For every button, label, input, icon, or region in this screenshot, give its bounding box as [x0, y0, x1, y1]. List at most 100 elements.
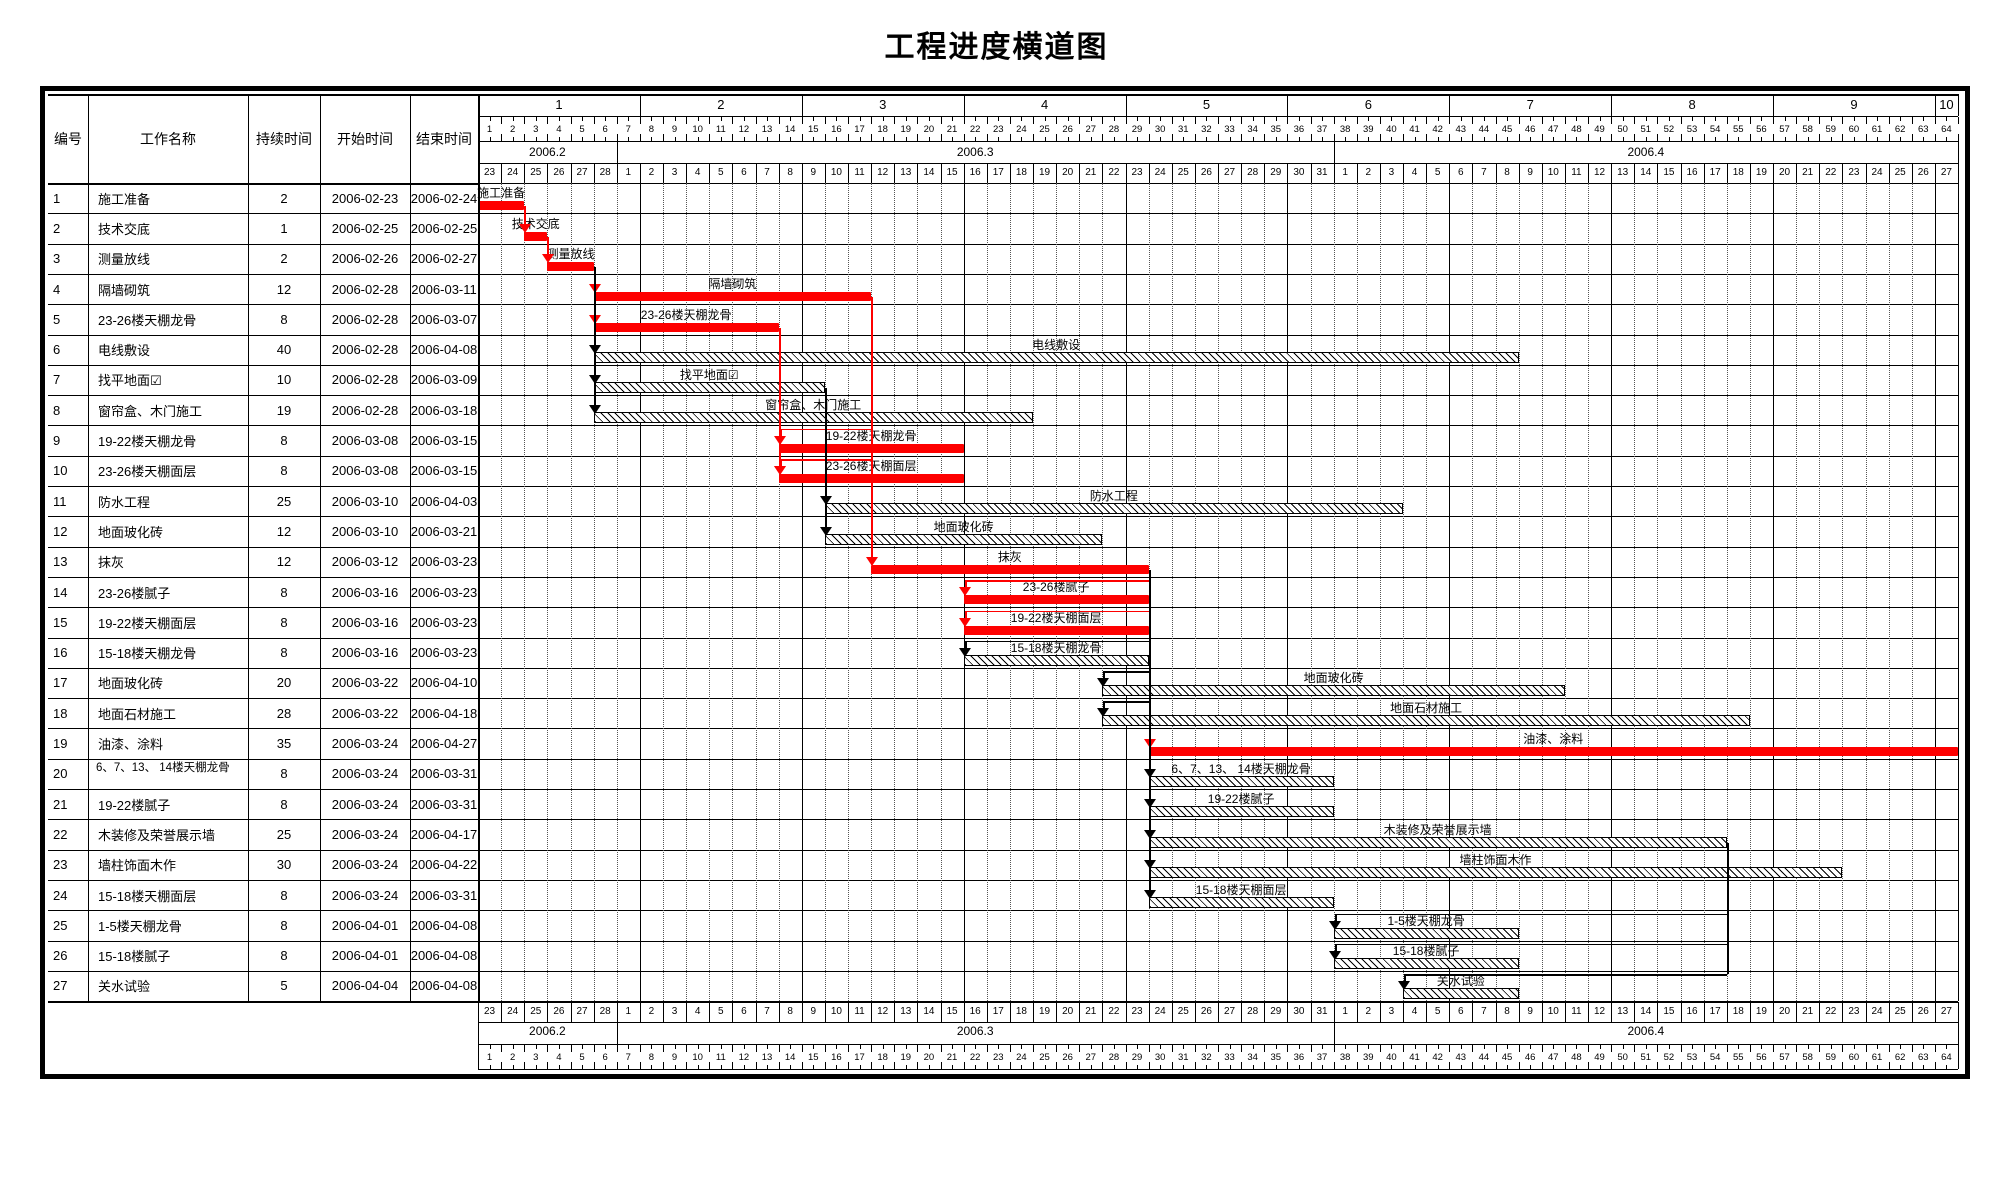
- ruler-day-index-footer: 18: [877, 1052, 888, 1064]
- ruler-day-index-footer: 38: [1339, 1052, 1351, 1064]
- link-line: [1103, 701, 1149, 703]
- table-header-no: 编号: [54, 130, 82, 147]
- ruler-day-index: 15: [808, 124, 819, 135]
- calendar-day-footer: 24: [507, 1006, 519, 1018]
- link-line: [1727, 842, 1729, 975]
- calendar-day: 20: [1062, 167, 1074, 178]
- calendar-day: 23: [484, 167, 496, 178]
- cell-name: 23-26楼腻子: [98, 585, 171, 601]
- ruler-day-index: 29: [1131, 124, 1143, 135]
- ruler-day-index: 47: [1548, 124, 1559, 135]
- grid-line: [1102, 183, 1103, 1002]
- cell-finish: 2006-03-23: [410, 584, 478, 600]
- cell-no: 13: [53, 554, 68, 570]
- gantt-bar-critical: [871, 564, 1149, 574]
- table-header-duration: 持续时间: [256, 130, 312, 147]
- ruler-day-index-footer: 14: [784, 1052, 796, 1064]
- grid-line: [1542, 183, 1543, 1002]
- link-arrow-icon: [1328, 920, 1341, 930]
- grid-line: [617, 183, 618, 1002]
- link-line: [1103, 671, 1149, 673]
- gantt-bar-label: 隔墙砌筑: [708, 277, 757, 292]
- gantt-bar-label: 19-22楼腻子: [1207, 792, 1275, 807]
- calendar-day-footer: 16: [969, 1006, 981, 1018]
- grid-line: [1426, 183, 1427, 1002]
- calendar-day: 6: [1458, 167, 1464, 178]
- week-label: 6: [1364, 97, 1372, 112]
- calendar-day-footer: 24: [1154, 1006, 1166, 1018]
- cell-name: 测量放线: [98, 252, 151, 268]
- calendar-day: 6: [741, 167, 747, 178]
- ruler-day-index-footer: 26: [1062, 1052, 1073, 1064]
- week-label: 1: [555, 97, 563, 112]
- cell-no: 25: [53, 917, 68, 933]
- cell-finish: 2006-03-11: [411, 281, 477, 297]
- ruler-day-index-footer: 10: [692, 1052, 703, 1064]
- calendar-day: 24: [507, 167, 519, 178]
- calendar-day: 15: [1663, 167, 1675, 178]
- gantt-bar-label: 15-18楼天棚龙骨: [1010, 640, 1102, 655]
- ruler-day-index-footer: 45: [1501, 1052, 1513, 1064]
- link-line: [1404, 974, 1727, 976]
- grid-line: [987, 183, 988, 1002]
- week-label: 5: [1202, 97, 1211, 112]
- grid-line: [894, 183, 895, 1002]
- calendar-day: 25: [1177, 167, 1189, 178]
- cell-name: 窗帘盒、木门施工: [98, 403, 203, 419]
- grid-line: [547, 183, 548, 1002]
- ruler-day-index: 61: [1871, 124, 1883, 135]
- calendar-day-footer: 2: [648, 1006, 655, 1018]
- calendar-day: 3: [1388, 167, 1395, 178]
- cell-start: 2006-04-04: [331, 978, 399, 994]
- cell-duration: 19: [276, 402, 292, 418]
- cell-duration: 1: [280, 220, 288, 236]
- cell-no: 4: [53, 281, 61, 297]
- calendar-day-footer: 23: [484, 1006, 496, 1018]
- cell-name: 23-26楼天棚龙骨: [98, 312, 197, 328]
- ruler-day-index: 28: [1108, 124, 1120, 135]
- calendar-day-footer: 1: [625, 1006, 632, 1018]
- cell-duration: 8: [280, 796, 288, 812]
- calendar-day-footer: 25: [1894, 1006, 1906, 1018]
- ruler-day-index-footer: 1: [486, 1052, 493, 1064]
- cell-name: 地面玻化砖: [98, 524, 164, 540]
- cell-finish: 2006-04-03: [410, 493, 478, 509]
- gantt-bar-normal: [963, 654, 1149, 666]
- link-line: [1103, 701, 1105, 710]
- gantt-bar-label: 15-18楼天棚面层: [1195, 883, 1287, 898]
- calendar-day: 14: [923, 167, 935, 178]
- ruler-day-index: 21: [946, 124, 958, 135]
- cell-start: 2006-03-24: [331, 887, 399, 903]
- cell-start: 2006-02-26: [331, 251, 399, 267]
- cell-no: 17: [53, 675, 68, 691]
- ruler-day-index: 23: [993, 124, 1004, 135]
- calendar-day-footer: 10: [1547, 1006, 1559, 1018]
- cell-finish: 2006-04-08: [410, 948, 478, 964]
- month-label: 2006.3: [956, 145, 994, 159]
- ruler-day-index-footer: 61: [1871, 1052, 1883, 1064]
- ruler-day-index: 62: [1894, 124, 1906, 135]
- calendar-day: 31: [1316, 167, 1328, 178]
- cell-name: 19-22楼天棚龙骨: [98, 434, 197, 450]
- cell-finish: 2006-03-07: [410, 311, 478, 327]
- grid-line: [594, 183, 595, 1002]
- ruler-day-index-footer: 48: [1571, 1052, 1582, 1064]
- calendar-day: 1: [1342, 167, 1348, 178]
- calendar-day: 20: [1779, 167, 1791, 178]
- calendar-day: 17: [992, 167, 1004, 178]
- calendar-day: 18: [1732, 167, 1744, 178]
- gantt-bar-label: 木装修及荣誉展示墙: [1383, 822, 1492, 837]
- gantt-bar-label: 找平地面☑: [679, 368, 739, 383]
- cell-no: 2: [53, 220, 61, 236]
- calendar-day-footer: 12: [1594, 1006, 1606, 1018]
- calendar-day-footer: 7: [1481, 1006, 1487, 1018]
- calendar-day-footer: 14: [923, 1006, 935, 1018]
- cell-duration: 8: [280, 311, 288, 327]
- ruler-day-index: 20: [923, 124, 935, 135]
- ruler-day-index-footer: 33: [1224, 1052, 1235, 1064]
- calendar-day-footer: 23: [1131, 1006, 1143, 1018]
- calendar-day: 11: [1571, 167, 1582, 178]
- gantt-bar-label: 电线敷设: [1032, 337, 1081, 352]
- calendar-day: 3: [671, 167, 678, 178]
- cell-no: 11: [53, 493, 67, 509]
